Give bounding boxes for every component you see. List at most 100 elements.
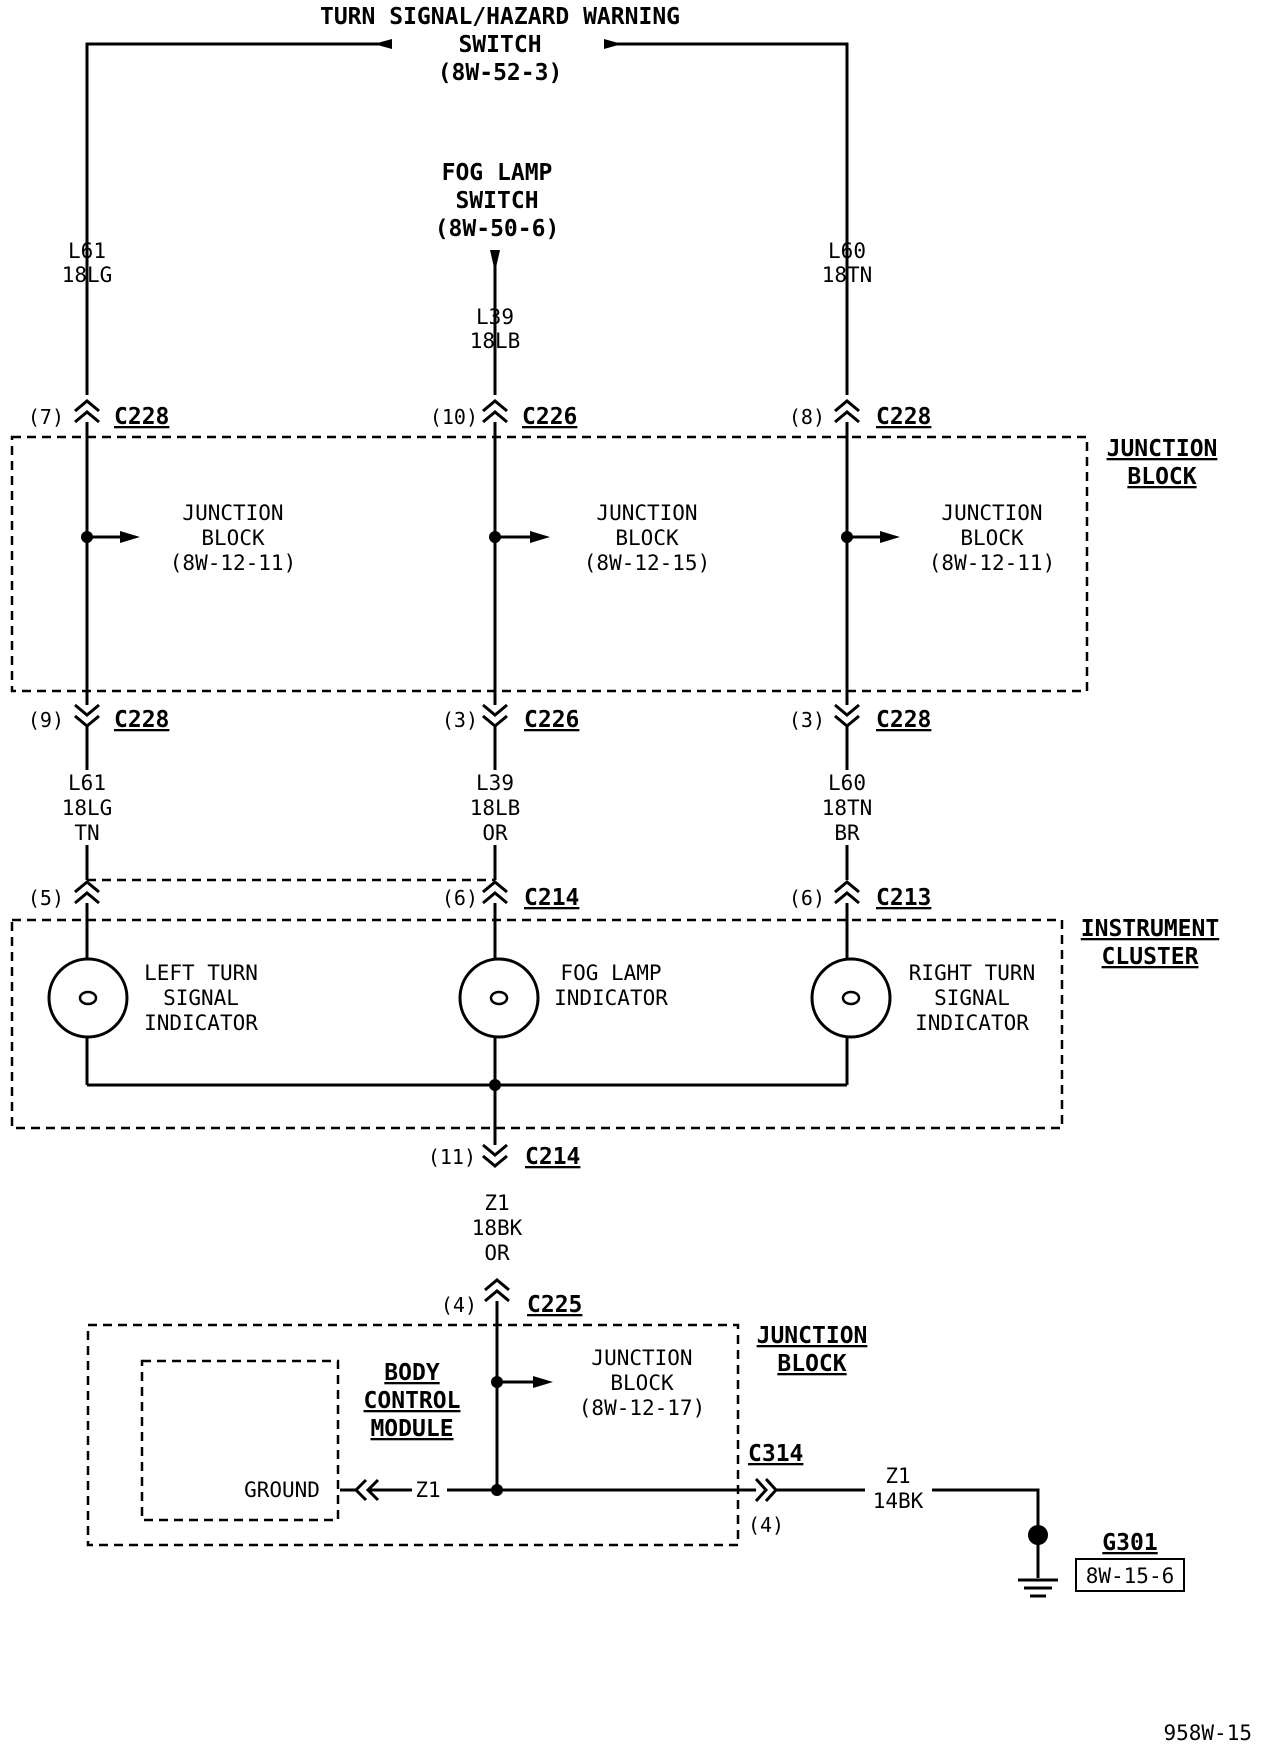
- connector-name: C214: [524, 885, 579, 911]
- connector-chevron-icon: [834, 399, 860, 424]
- connector-chevron-icon: [834, 880, 860, 905]
- junction-ref-line2: BLOCK: [615, 526, 679, 550]
- connector-name: C228: [876, 404, 931, 430]
- junction-ref-center: JUNCTION BLOCK (8W-12-15): [584, 501, 710, 575]
- junction-block-label-line2: BLOCK: [1127, 464, 1196, 490]
- connector-pin: (4): [748, 1513, 784, 1537]
- wire-label-gauge: 18LG: [62, 796, 113, 820]
- bcm-ground-label: GROUND: [244, 1478, 320, 1502]
- wire-label-circuit: Z1: [484, 1191, 509, 1215]
- connector-chevron-icon: [482, 399, 508, 424]
- connector-name: C314: [748, 1441, 803, 1467]
- connector-top-center: (10) C226: [430, 399, 577, 430]
- junction-ref-line1: JUNCTION: [182, 501, 283, 525]
- connector-bottom-right: (3) C228: [789, 703, 931, 733]
- wire-label-gauge: 18TN: [822, 796, 873, 820]
- filament-icon: [489, 990, 509, 1006]
- connector-name: C228: [114, 404, 169, 430]
- wire-label-gauge: 18LG: [62, 263, 113, 287]
- wire-label-gauge: 14BK: [873, 1489, 924, 1513]
- connector-name: C228: [114, 707, 169, 733]
- fog-switch-line1: FOG LAMP: [442, 160, 553, 186]
- junction-block-label-line1: JUNCTION: [1107, 436, 1218, 462]
- lamp-label-line3: INDICATOR: [915, 1011, 1029, 1035]
- connector-cluster-out: (11) C214: [428, 1143, 580, 1170]
- lamp-label-line1: LEFT TURN: [144, 961, 258, 985]
- wire-label-gauge: 18TN: [822, 263, 873, 287]
- connector-pin: (3): [789, 708, 825, 732]
- wire-label-circuit: Z1: [885, 1464, 910, 1488]
- junction-ref-line1: JUNCTION: [941, 501, 1042, 525]
- connector-chevron-icon: [484, 1278, 510, 1303]
- switch-title-line1: TURN SIGNAL/HAZARD WARNING: [320, 4, 680, 30]
- junction-ref-left: JUNCTION BLOCK (8W-12-11): [170, 501, 296, 575]
- connector-pin: (5): [28, 886, 64, 910]
- connector-chevron-icon: [482, 880, 508, 905]
- junction-ref-line3: (8W-12-11): [929, 551, 1055, 575]
- junction-ref-line1: JUNCTION: [591, 1346, 692, 1370]
- bcm-label-line2: CONTROL: [364, 1388, 461, 1414]
- lamp-label-line1: RIGHT TURN: [909, 961, 1035, 985]
- arrow-right-icon: [120, 531, 140, 543]
- wire-label-tracer: TN: [74, 821, 99, 845]
- ground-ref: 8W-15-6: [1086, 1564, 1175, 1588]
- connector-pin: (11): [428, 1145, 476, 1169]
- arrow-left-icon: [374, 39, 392, 49]
- instrument-cluster-label-line1: INSTRUMENT: [1081, 916, 1219, 942]
- connector-c314: C314 (4): [748, 1441, 803, 1537]
- connector-cluster-center: (6) C214: [442, 880, 579, 911]
- lamp-label-line1: FOG LAMP: [560, 961, 661, 985]
- junction-block-lower-label-line2: BLOCK: [777, 1351, 846, 1377]
- filament-icon: [78, 990, 98, 1006]
- connector-chevron-icon: [754, 1477, 779, 1503]
- connector-name: C228: [876, 707, 931, 733]
- ground-eyelet-icon: [1028, 1525, 1048, 1545]
- connector-bottom-center: (3) C226: [442, 703, 579, 733]
- wire-label-tracer: OR: [482, 821, 508, 845]
- bcm-label-line3: MODULE: [370, 1416, 453, 1442]
- junction-ref-line3: (8W-12-17): [579, 1396, 705, 1420]
- connector-pin: (6): [789, 886, 825, 910]
- body-control-module-box: [140, 1359, 340, 1522]
- connector-c225: (4) C225: [441, 1278, 582, 1318]
- junction-ref-line2: BLOCK: [610, 1371, 674, 1395]
- connector-pin: (9): [28, 708, 64, 732]
- connector-pin: (6): [442, 886, 478, 910]
- bulb-icon: [810, 957, 892, 1039]
- connector-cluster-right: (6) C213: [789, 880, 931, 911]
- wire-label-circuit: L39: [476, 305, 514, 329]
- connector-chevron-icon: [482, 703, 508, 728]
- arrow-right-icon: [604, 39, 622, 49]
- junction-ref-line3: (8W-12-15): [584, 551, 710, 575]
- junction-ref-line1: JUNCTION: [596, 501, 697, 525]
- wire-label-circuit: L60: [828, 239, 866, 263]
- junction-block-lower-label-line1: JUNCTION: [757, 1323, 868, 1349]
- figure-id: 958W-15: [1163, 1721, 1252, 1745]
- wire-l60-top: [610, 42, 849, 395]
- connector-pin: (3): [442, 708, 478, 732]
- bcm-label-line1: BODY: [384, 1360, 440, 1386]
- connector-pin: (4): [441, 1293, 477, 1317]
- connector-bottom-left: (9) C228: [28, 703, 169, 733]
- junction-ref-line2: BLOCK: [201, 526, 265, 550]
- connector-name: C225: [527, 1292, 582, 1318]
- junction-ref-line3: (8W-12-11): [170, 551, 296, 575]
- wire-label-circuit: L39: [476, 771, 514, 795]
- connector-chevron-icon: [74, 399, 100, 424]
- turn-signal-hazard-switch: TURN SIGNAL/HAZARD WARNING SWITCH (8W-52…: [320, 4, 680, 86]
- wire-label-gauge: 18LB: [470, 796, 521, 820]
- lamp-label-line2: SIGNAL: [163, 986, 239, 1010]
- fog-switch-line3: (8W-50-6): [435, 216, 560, 242]
- wire-l61-top: [85, 42, 380, 395]
- junction-ref-line2: BLOCK: [960, 526, 1024, 550]
- wire-label-circuit: Z1: [415, 1478, 440, 1502]
- wire-label-circuit: L61: [68, 771, 106, 795]
- fog-lamp-indicator: FOG LAMP INDICATOR: [458, 957, 668, 1039]
- lamp-label-line3: INDICATOR: [144, 1011, 258, 1035]
- junction-ref-right: JUNCTION BLOCK (8W-12-11): [929, 501, 1055, 575]
- connector-pin: (8): [789, 405, 825, 429]
- wire-label-circuit: L60: [828, 771, 866, 795]
- arrow-right-icon: [880, 531, 900, 543]
- switch-title-line3: (8W-52-3): [438, 60, 563, 86]
